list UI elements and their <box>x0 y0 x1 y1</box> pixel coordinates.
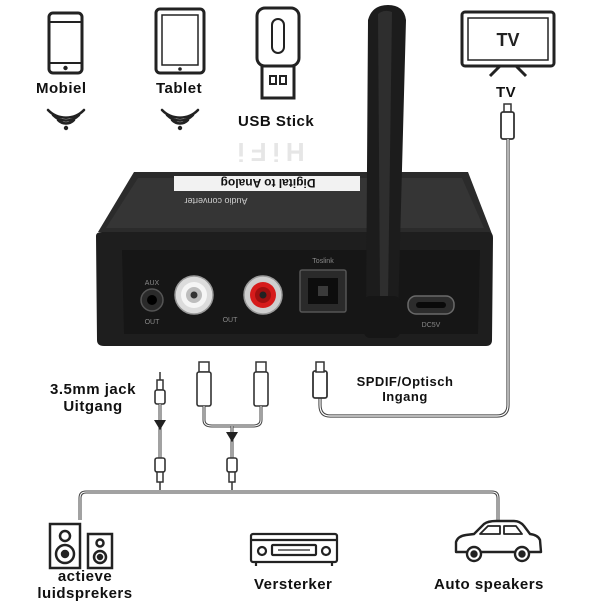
out-port-label: OUT <box>145 319 161 326</box>
rca-red-port <box>243 275 283 315</box>
car-icon <box>454 519 543 563</box>
dc-port-label: DC5V <box>422 322 441 329</box>
output-bracket <box>78 490 500 520</box>
dac-converter-device: Digital to Analog Audio converter HiFi A… <box>96 137 493 346</box>
tablet-icon <box>154 7 206 75</box>
jack-cable <box>154 372 166 490</box>
wireless-signal-icon <box>46 108 86 131</box>
usb-stick-label: USB Stick <box>238 113 315 130</box>
tv-label: TV <box>496 84 517 101</box>
tv-icon: TV <box>460 10 556 78</box>
amplifier-icon <box>249 532 339 566</box>
dc-power-port <box>407 295 455 315</box>
jack-label-line1: 3.5mm jack <box>50 381 136 398</box>
toslink-port-label: Toslink <box>312 258 334 265</box>
tv-screen-text: TV <box>496 30 519 50</box>
speakers-label: actieve luidsprekers <box>30 568 140 602</box>
jack-label: 3.5mm jack Uitgang <box>36 381 150 415</box>
spdif-label-line2: Ingang <box>382 389 428 404</box>
aux-port-label: AUX <box>145 280 160 287</box>
out-port-label-right: OUT <box>223 317 239 324</box>
rca-y-cable <box>196 361 269 490</box>
tablet-label: Tablet <box>156 80 203 97</box>
jack-label-line2: Uitgang <box>63 398 123 415</box>
speakers-icon <box>48 522 114 570</box>
car-speakers-label: Auto speakers <box>434 576 544 593</box>
speakers-label-line2: luidsprekers <box>37 585 133 602</box>
device-top-label: Digital to Analog <box>221 176 316 190</box>
speakers-label-line1: actieve <box>57 568 113 585</box>
optical-cable <box>312 103 515 418</box>
amplifier-label: Versterker <box>254 576 333 593</box>
device-brand: HiFi <box>231 137 304 167</box>
device-top-sublabel: Audio converter <box>184 196 247 206</box>
mobile-label: Mobiel <box>36 80 87 97</box>
mobile-phone-icon <box>47 11 84 75</box>
wireless-signal-icon <box>160 108 200 131</box>
usb-stick-icon <box>255 6 301 100</box>
spdif-label-line1: SPDIF/Optisch <box>356 374 454 389</box>
antenna <box>364 5 406 338</box>
rca-white-port <box>174 275 214 315</box>
spdif-label: SPDIF/Optisch Ingang <box>340 374 470 404</box>
toslink-port <box>299 269 347 313</box>
